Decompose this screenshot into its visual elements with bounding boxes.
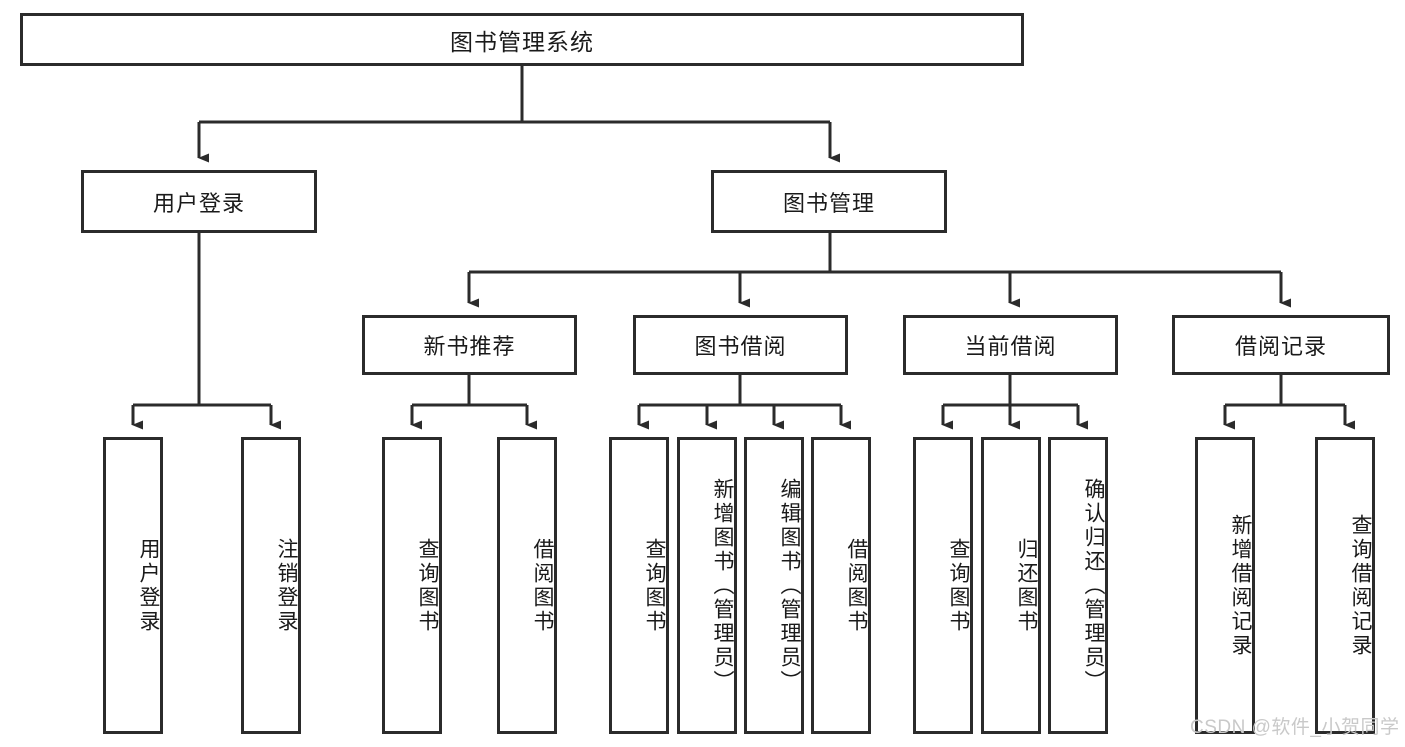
leaf-label: 确认归还（管理员） [1082,477,1105,694]
leaf-label: 借阅图书 [845,537,868,634]
leaf-current-confirm-return-admin[interactable]: 确认归还（管理员） [1048,437,1108,734]
watermark-text: CSDN @软件_小贺同学 [1190,717,1400,738]
leaf-borrow-borrow-book[interactable]: 借阅图书 [811,437,871,734]
leaf-recommend-query-book[interactable]: 查询图书 [382,437,442,734]
leaf-user-login-login[interactable]: 用户登录 [103,437,163,734]
leaf-user-login-logout[interactable]: 注销登录 [241,437,301,734]
leaf-current-return-book[interactable]: 归还图书 [981,437,1041,734]
leaf-current-query-book[interactable]: 查询图书 [913,437,973,734]
leaf-label: 查询借阅记录 [1349,513,1372,658]
leaf-record-query-record[interactable]: 查询借阅记录 [1315,437,1375,734]
leaf-label: 查询图书 [947,537,970,634]
node-user-login[interactable]: 用户登录 [81,170,317,233]
leaf-borrow-edit-book-admin[interactable]: 编辑图书（管理员） [744,437,804,734]
node-book-management[interactable]: 图书管理 [711,170,947,233]
leaf-label: 注销登录 [275,537,298,634]
leaf-borrow-add-book-admin[interactable]: 新增图书（管理员） [677,437,737,734]
leaf-label: 用户登录 [137,537,160,634]
node-current-borrow[interactable]: 当前借阅 [903,315,1118,375]
node-book-borrow[interactable]: 图书借阅 [633,315,848,375]
leaf-recommend-borrow-book[interactable]: 借阅图书 [497,437,557,734]
leaf-label: 新增借阅记录 [1229,513,1252,658]
leaf-label: 查询图书 [643,537,666,634]
node-root-system[interactable]: 图书管理系统 [20,13,1024,66]
node-borrow-record[interactable]: 借阅记录 [1172,315,1390,375]
leaf-label: 编辑图书（管理员） [778,477,801,694]
leaf-borrow-query-book[interactable]: 查询图书 [609,437,669,734]
leaf-label: 查询图书 [416,537,439,634]
leaf-label: 新增图书（管理员） [711,477,734,694]
node-new-book-recommend[interactable]: 新书推荐 [362,315,577,375]
leaf-record-add-record[interactable]: 新增借阅记录 [1195,437,1255,734]
leaf-label: 归还图书 [1015,537,1038,634]
leaf-label: 借阅图书 [531,537,554,634]
